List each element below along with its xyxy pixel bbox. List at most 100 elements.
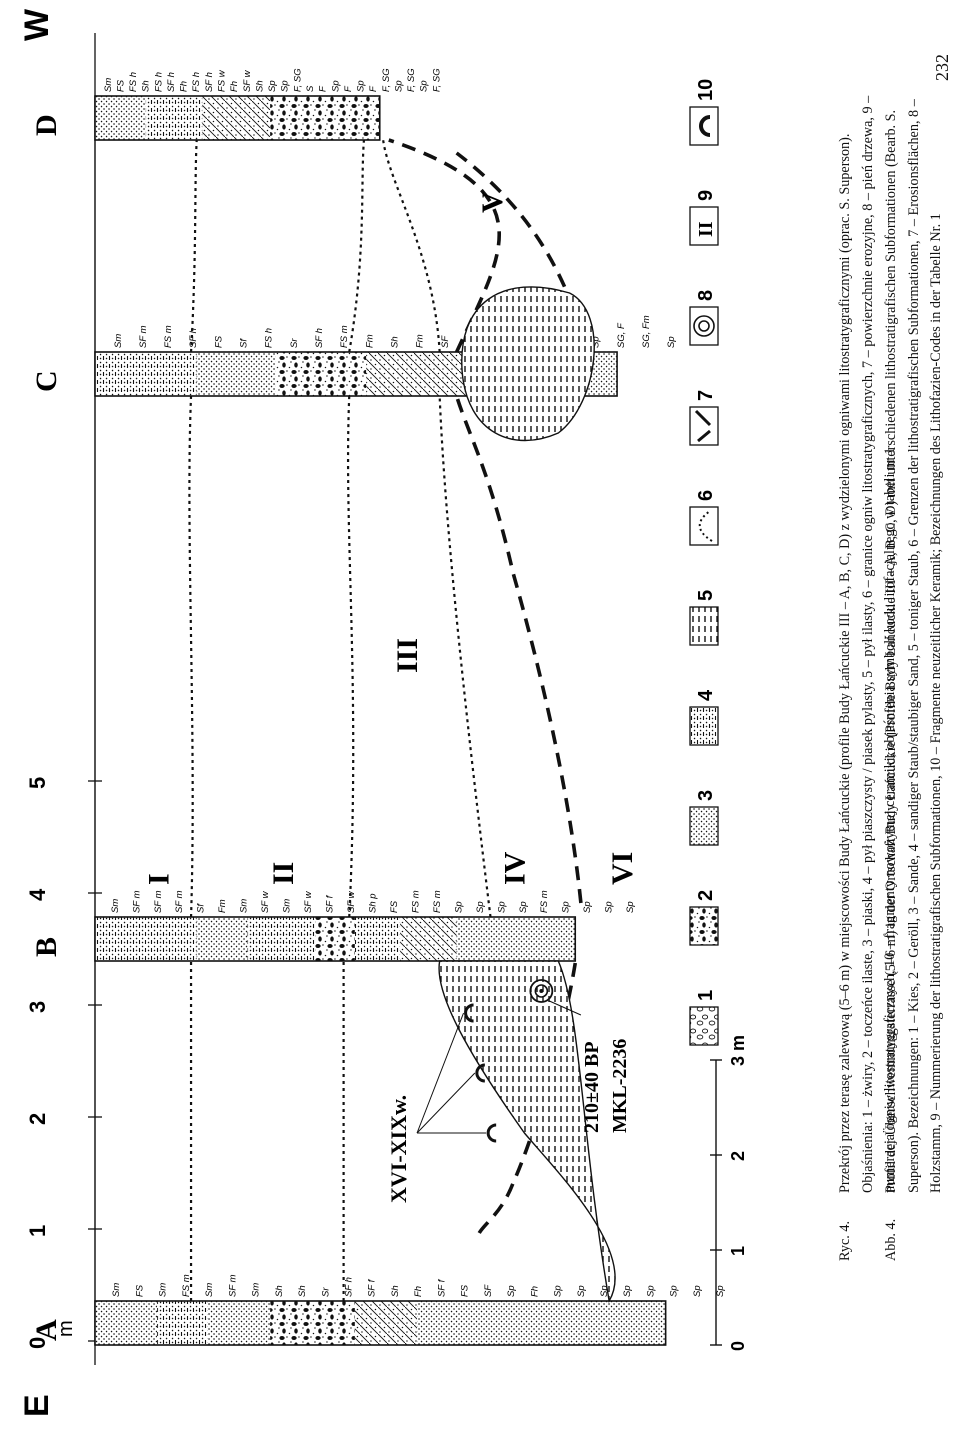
lithofacies-code: Fh [413,1286,424,1297]
profile-layer [354,1301,418,1345]
lithofacies-code: Fm [217,899,228,913]
lithofacies-code: Sh [141,80,152,92]
profile-outline [94,916,577,962]
lithofacies-code: FS h [264,328,275,348]
lithofacies-code: FS h [191,72,202,92]
side-label-west: W [18,8,56,41]
tree-trunk-ring [698,320,710,332]
lithofacies-code: Sh [274,1285,285,1297]
lithofacies-code: SF h [204,72,215,92]
lithofacies-code: Sp [393,80,404,92]
lithofacies-code: SF h [188,328,199,348]
channel-fill-silt [438,960,616,1304]
lithofacies-code: FS m [181,1274,192,1297]
profile-layer [247,917,316,961]
lithofacies-code: Fh [529,1286,540,1297]
lithofacies-code: FS m [163,325,174,348]
legend-number: 6 [695,490,717,501]
scale-tick-label: 3 m [728,1035,748,1066]
lithofacies-code: Sp [475,901,486,913]
lithofacies-code: Sp [496,901,507,913]
legend-box [689,406,719,446]
lithofacies-code: F, SG [406,68,417,92]
lithofacies-code: Sp [553,1285,564,1297]
lithofacies-code: Sp [576,1285,587,1297]
lithofacies-code: Sm [158,1283,169,1297]
unit-numeral-iv: IV [498,851,531,885]
depth-tick-label: 1 [25,1225,50,1237]
lithofacies-code: Sh [389,336,400,348]
lithofacies-code: Sp [280,80,291,92]
profile-label-d: D [30,114,63,136]
tree-trunk-icon [693,315,715,337]
lithofacies-code: Sm [111,1283,122,1297]
lithofacies-code: Fh [229,81,240,92]
lithofacies-code: Sh [390,1285,401,1297]
caption-polish-label: Ryc. 4. [837,1220,853,1261]
legend-item-9: II9 [689,190,719,246]
legend-item-10: 10 [689,79,719,146]
lithofacies-code: F [318,85,329,92]
lithofacies-code: SF f [325,894,336,913]
pointer-line [416,1012,465,1134]
lithofacies-code: Sp [604,901,615,913]
profile-outline [94,1300,667,1346]
lithofacies-code: Sp [645,1285,656,1297]
lithofacies-code: SF m [138,325,149,348]
lithofacies-code: Sp [715,1285,726,1297]
lithofacies-code: SF [483,1284,494,1297]
legend-item-5: 5 [689,590,719,646]
profile-layer [95,917,197,961]
legend-swatch-gravel [689,1006,719,1046]
legend-item-4: 4 [689,689,719,746]
pottery-fragment-icon [475,1063,486,1083]
legend-box [689,506,719,546]
legend-item-3: 3 [689,790,719,846]
unit-numeral-i: I [142,873,175,885]
lithofacies-code: SF w [260,890,271,913]
lithofacies-code: FS h [128,72,139,92]
legend-number: 10 [695,79,717,101]
lithofacies-code: Sm [204,1283,215,1297]
unit-numeral-v: V [476,191,509,213]
lithofacies-code: SF f [367,1278,378,1297]
lithofacies-code: SF f [436,1278,447,1297]
legend-box [689,106,719,146]
erosion-line-central [388,138,583,904]
profile-layer [208,1301,271,1345]
lithofacies-code: Sp [518,901,529,913]
lithofacies-code: F, SG [431,68,442,92]
profile-layer [196,352,276,396]
lithofacies-code: SG, Fm [641,315,652,348]
legend-item-1: 1 [689,990,719,1046]
lithofacies-code: Sp [666,336,677,348]
lithofacies-code: F, SG [292,68,303,92]
lithofacies-code: F [343,85,354,92]
legend-number: 9 [695,190,717,201]
boundary-line-i-ii [188,139,198,1301]
profile-layer [400,917,457,961]
unit-numeral-iii: III [391,638,424,673]
lithofacies-code: Sm [113,334,124,348]
unit-numeral-vi: VI [606,852,639,885]
depth-unit-label: m [55,1320,77,1337]
legend-boundary-line-icon [698,510,713,542]
lithofacies-code: SF h [166,72,177,92]
lithofacies-code: Fh [179,81,190,92]
lithofacies-code: FS m [339,325,350,348]
depth-tick-label: 3 [25,1001,50,1013]
legend-swatch-sand [689,806,719,846]
pottery-fragment-icon [486,1123,497,1143]
legend-number: 8 [695,290,717,301]
lithofacies-code: Sh [254,80,265,92]
legend-item-8: 8 [689,290,719,346]
pointer-line [549,1000,582,1016]
caption-german: Abb. 4. Profil der Überschwemmungsterras… [880,81,948,1261]
lithofacies-code: Sm [251,1283,262,1297]
lithofacies-code: FS h [153,72,164,92]
lithofacies-code: F [368,85,379,92]
profile-layer [417,1301,666,1345]
pointer-line [416,1072,476,1134]
lithofacies-code: Sf [196,903,207,913]
